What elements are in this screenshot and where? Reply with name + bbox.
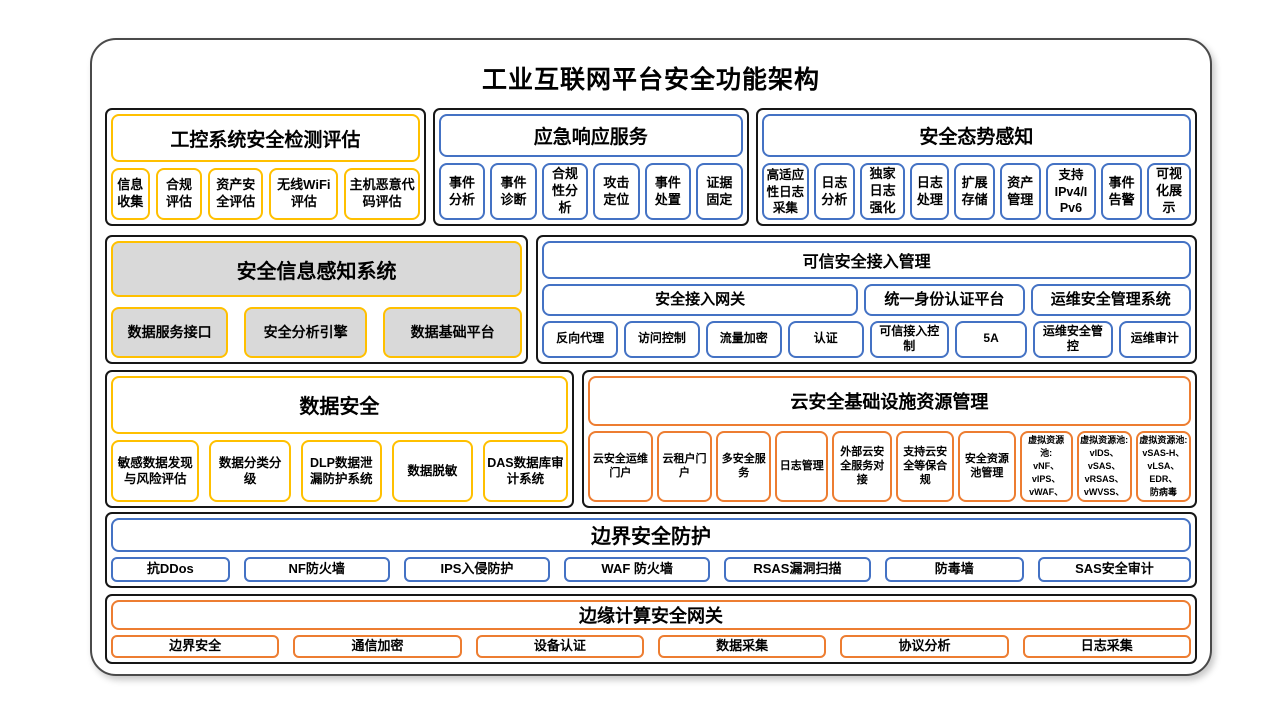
section-items: 信息收集 合规评估 资产安全评估 无线WiFi评估 主机恶意代码评估 — [111, 168, 420, 220]
sip-item: 数据基础平台 — [383, 307, 523, 358]
ta-platform: 统一身份认证平台 — [864, 284, 1025, 316]
ds-item: 数据脱敏 — [391, 439, 473, 502]
er-item: 事件处置 — [644, 163, 692, 220]
section-ics-assessment: 工控系统安全检测评估 信息收集 合规评估 资产安全评估 无线WiFi评估 主机恶… — [105, 108, 426, 226]
sa-item: 独家日志强化 — [859, 163, 906, 220]
section-items: 事件分析 事件诊断 合规性分析 攻击定位 事件处置 证据固定 — [438, 163, 743, 220]
er-item: 攻击定位 — [593, 163, 640, 220]
section-title: 应急响应服务 — [438, 114, 743, 158]
cs-item: 云租户门户 — [656, 430, 713, 502]
sa-item: 高适应性日志采集 — [761, 163, 810, 220]
ta-item: 访问控制 — [624, 320, 700, 358]
section-title: 数据安全 — [111, 375, 568, 434]
cs-item-virtual-pool: 虚拟资源池: vNF、 vIPS、 vWAF、 — [1019, 430, 1073, 502]
ta-item: 流量加密 — [705, 320, 782, 358]
section-title: 工控系统安全检测评估 — [111, 114, 420, 162]
section-items: 敏感数据发现与风险评估 数据分类分级 DLP数据泄漏防护系统 数据脱敏 DAS数… — [111, 439, 568, 502]
cs-item-virtual-pool: 虚拟资源池: vSAS-H、 vLSA、EDR、 防病毒 — [1135, 430, 1192, 502]
sa-item: 事件告警 — [1101, 163, 1142, 220]
section-emergency-response: 应急响应服务 事件分析 事件诊断 合规性分析 攻击定位 事件处置 证据固定 — [432, 108, 749, 226]
bp-item: NF防火墙 — [243, 556, 390, 583]
section-title: 安全信息感知系统 — [111, 241, 523, 297]
row-5: 边缘计算安全网关 边界安全 通信加密 设备认证 数据采集 协议分析 日志采集 — [105, 594, 1197, 664]
ta-item: 认证 — [787, 320, 864, 358]
row-2: 安全信息感知系统 数据服务接口 安全分析引擎 数据基础平台 可信安全接入管理 安… — [105, 235, 1197, 364]
diagram-content: 工控系统安全检测评估 信息收集 合规评估 资产安全评估 无线WiFi评估 主机恶… — [105, 108, 1197, 664]
ta-item: 可信接入控制 — [869, 320, 949, 358]
cs-item-virtual-pool: 虚拟资源池: vIDS、vSAS、 vRSAS、 vWVSS、 — [1076, 430, 1132, 502]
section-title: 边缘计算安全网关 — [111, 600, 1191, 631]
ds-item: 敏感数据发现与风险评估 — [111, 439, 200, 502]
row-3: 数据安全 敏感数据发现与风险评估 数据分类分级 DLP数据泄漏防护系统 数据脱敏… — [105, 369, 1197, 508]
diagram-canvas: 工业互联网平台安全功能架构 工控系统安全检测评估 信息收集 合规评估 资产安全评… — [90, 38, 1212, 676]
section-items: 高适应性日志采集 日志分析 独家日志强化 日志处理 扩展存储 资产管理 支持 I… — [761, 163, 1191, 220]
section-items: 云安全运维门户 云租户门户 多安全服务 日志管理 外部云安全服务对接 支持云安全… — [587, 430, 1192, 502]
section-title: 边界安全防护 — [111, 517, 1191, 552]
trusted-access-platforms: 安全接入网关 统一身份认证平台 运维安全管理系统 — [542, 284, 1191, 316]
bp-item: IPS入侵防护 — [403, 556, 551, 583]
row-4: 边界安全防护 抗DDos NF防火墙 IPS入侵防护 WAF 防火墙 RSAS漏… — [105, 511, 1197, 589]
cs-item: 支持云安全等保合规 — [896, 430, 955, 502]
section-title: 可信安全接入管理 — [542, 241, 1191, 279]
er-item: 事件诊断 — [490, 163, 537, 220]
page-title: 工业互联网平台安全功能架构 — [481, 66, 820, 94]
cs-item: 外部云安全服务对接 — [832, 430, 893, 502]
ta-platform: 安全接入网关 — [542, 284, 859, 316]
eg-item: 边界安全 — [111, 635, 280, 658]
bp-item: 抗DDos — [111, 556, 230, 583]
row-1: 工控系统安全检测评估 信息收集 合规评估 资产安全评估 无线WiFi评估 主机恶… — [105, 108, 1197, 226]
eg-item: 通信加密 — [293, 635, 462, 658]
er-item: 证据固定 — [696, 163, 743, 220]
eg-item: 设备认证 — [475, 635, 644, 658]
bp-item: WAF 防火墙 — [564, 556, 711, 583]
sa-item: 日志分析 — [814, 163, 855, 220]
ds-item: 数据分类分级 — [209, 439, 291, 502]
bp-item: 防毒墙 — [884, 556, 1024, 583]
section-items: 数据服务接口 安全分析引擎 数据基础平台 — [111, 307, 523, 358]
sa-item: 可视化展示 — [1146, 163, 1191, 220]
section-situation-awareness: 安全态势感知 高适应性日志采集 日志分析 独家日志强化 日志处理 扩展存储 资产… — [755, 108, 1197, 226]
section-info-perception: 安全信息感知系统 数据服务接口 安全分析引擎 数据基础平台 — [105, 235, 529, 364]
ds-item: DLP数据泄漏防护系统 — [300, 439, 382, 502]
ics-item: 无线WiFi评估 — [269, 168, 339, 220]
eg-item: 协议分析 — [840, 635, 1009, 658]
ics-item: 信息收集 — [111, 168, 150, 220]
ta-item: 运维安全管控 — [1033, 320, 1113, 358]
ta-item: 运维审计 — [1118, 320, 1192, 358]
section-items: 边界安全 通信加密 设备认证 数据采集 协议分析 日志采集 — [111, 635, 1191, 658]
ta-platform: 运维安全管理系统 — [1030, 284, 1191, 316]
section-border-protection: 边界安全防护 抗DDos NF防火墙 IPS入侵防护 WAF 防火墙 RSAS漏… — [105, 511, 1197, 589]
bp-item: RSAS漏洞扫描 — [724, 556, 871, 583]
section-title: 云安全基础设施资源管理 — [587, 375, 1191, 426]
ics-item: 主机恶意代码评估 — [344, 168, 420, 220]
cs-item: 多安全服务 — [716, 430, 772, 502]
bp-item: SAS安全审计 — [1037, 556, 1191, 583]
ds-item: DAS数据库审计系统 — [483, 439, 568, 502]
section-title: 安全态势感知 — [761, 114, 1191, 158]
section-trusted-access: 可信安全接入管理 安全接入网关 统一身份认证平台 运维安全管理系统 反向代理 访… — [536, 235, 1197, 364]
section-cloud-security: 云安全基础设施资源管理 云安全运维门户 云租户门户 多安全服务 日志管理 外部云… — [581, 369, 1197, 508]
section-items: 抗DDos NF防火墙 IPS入侵防护 WAF 防火墙 RSAS漏洞扫描 防毒墙… — [111, 556, 1191, 583]
eg-item: 日志采集 — [1022, 635, 1191, 658]
ta-item: 反向代理 — [542, 320, 618, 358]
er-item: 合规性分析 — [541, 163, 589, 220]
section-data-security: 数据安全 敏感数据发现与风险评估 数据分类分级 DLP数据泄漏防护系统 数据脱敏… — [105, 369, 574, 508]
cs-item: 云安全运维门户 — [587, 430, 653, 502]
section-edge-gateway: 边缘计算安全网关 边界安全 通信加密 设备认证 数据采集 协议分析 日志采集 — [105, 594, 1197, 664]
eg-item: 数据采集 — [657, 635, 827, 658]
trusted-access-functions: 反向代理 访问控制 流量加密 认证 可信接入控制 5A 运维安全管控 运维审计 — [542, 320, 1192, 358]
ics-item: 资产安全评估 — [208, 168, 264, 220]
cs-item: 日志管理 — [775, 430, 829, 502]
sa-item: 资产管理 — [999, 163, 1041, 220]
sip-item: 安全分析引擎 — [244, 307, 368, 358]
sa-item: 支持 IPv4/I Pv6 — [1045, 163, 1097, 220]
cs-item: 安全资源池管理 — [958, 430, 1016, 502]
sa-item: 扩展存储 — [954, 163, 995, 220]
sip-item: 数据服务接口 — [111, 307, 229, 358]
er-item: 事件分析 — [438, 163, 486, 220]
ics-item: 合规评估 — [155, 168, 203, 220]
ta-item: 5A — [954, 320, 1028, 358]
sa-item: 日志处理 — [910, 163, 950, 220]
